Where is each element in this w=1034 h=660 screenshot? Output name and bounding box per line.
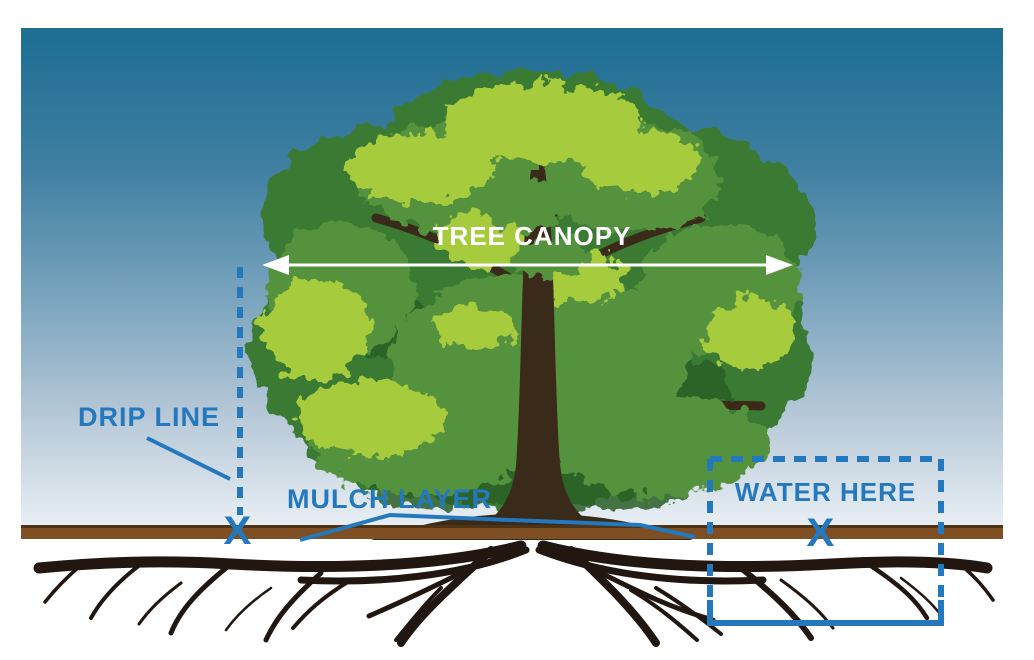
tree-trunk [445, 170, 631, 540]
water-here-x-marker: X [806, 511, 835, 555]
drip-line-label: DRIP LINE [78, 402, 221, 432]
diagram-illustration [21, 28, 1003, 647]
tree-canopy-overlap-tufts [478, 177, 591, 278]
drip-line-x-marker: X [223, 509, 252, 553]
mulch-ground-bar [21, 525, 1003, 539]
water-here-box [707, 456, 944, 626]
mulch-layer-label: MULCH LAYER [287, 484, 493, 514]
canopy-width-arrow [262, 255, 793, 275]
tree-canopy-label: TREE CANOPY [432, 221, 632, 251]
tree-canopy-foliage-bright [261, 83, 796, 456]
water-here-label: WATER HERE [734, 477, 917, 507]
mulch-layer-leader [299, 512, 696, 542]
tree-roots [33, 540, 995, 647]
mulch-ground-bar-top-edge [21, 525, 1003, 528]
drip-line-leader [146, 436, 231, 481]
